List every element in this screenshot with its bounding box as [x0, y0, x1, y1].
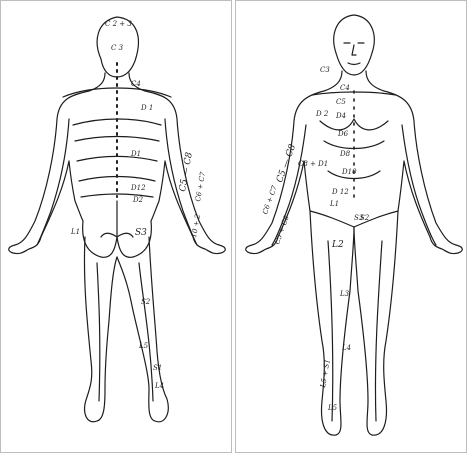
- back-label-c2: C 2 + 3: [105, 21, 132, 28]
- back-torso-outline: [9, 73, 105, 254]
- front-label-c4: C4: [340, 85, 350, 92]
- front-right-arm-inner: [402, 125, 436, 245]
- back-label-c3: C 3: [111, 45, 123, 52]
- front-label-l5: L5: [328, 405, 337, 412]
- front-label-s3: S3: [354, 215, 363, 222]
- front-label-l4: L4: [342, 345, 351, 352]
- front-leg-line-right: [375, 241, 382, 421]
- back-label-d2: D2: [133, 197, 143, 204]
- back-label-d1b: D1: [131, 151, 141, 158]
- front-mouth: [348, 63, 360, 65]
- back-right-leg: [117, 237, 168, 422]
- back-label-l5: L5: [139, 343, 148, 350]
- back-leg-line-left: [97, 263, 100, 401]
- front-torso-right: [366, 71, 462, 254]
- front-label-c5: C5: [336, 99, 346, 106]
- front-view-panel: C3 C4 C5 D4 D6 D8 D10 D 12 L1 L2 L3 L4 L…: [235, 0, 467, 453]
- back-torso-outline-right: [129, 73, 225, 254]
- front-label-d8: D8: [340, 151, 350, 158]
- front-label-c8d1: C8 + D1: [298, 161, 328, 168]
- front-label-c3: C3: [320, 67, 330, 74]
- back-view-panel: C 2 + 3 C 3 C4 D 1 C5 — C8 C6 + C7 10 + …: [0, 0, 232, 453]
- front-leg-line-left: [328, 241, 333, 421]
- back-label-c4: C4: [131, 81, 141, 88]
- front-label-d12: D 12: [332, 189, 349, 196]
- back-label-d12: D12: [131, 185, 146, 192]
- front-label-d2: D 2: [316, 111, 328, 118]
- front-view-figure: [236, 1, 467, 454]
- front-label-l3: L3: [340, 291, 349, 298]
- back-leg-line-right: [139, 263, 153, 401]
- back-left-leg: [84, 237, 117, 422]
- back-label-d1: D 1: [141, 105, 153, 112]
- front-label-d6: D6: [338, 131, 348, 138]
- front-label-d4: D4: [336, 113, 346, 120]
- back-label-s3: S3: [135, 229, 147, 238]
- back-label-s1: S1: [153, 365, 162, 372]
- back-label-l4: L4: [155, 383, 164, 390]
- back-label-s2: S2: [141, 299, 150, 306]
- front-label-l2: L2: [332, 241, 344, 250]
- front-nose: [352, 45, 356, 55]
- back-label-l1: L1: [71, 229, 80, 236]
- front-label-l1: L1: [330, 201, 339, 208]
- front-label-d10: D10: [342, 169, 357, 176]
